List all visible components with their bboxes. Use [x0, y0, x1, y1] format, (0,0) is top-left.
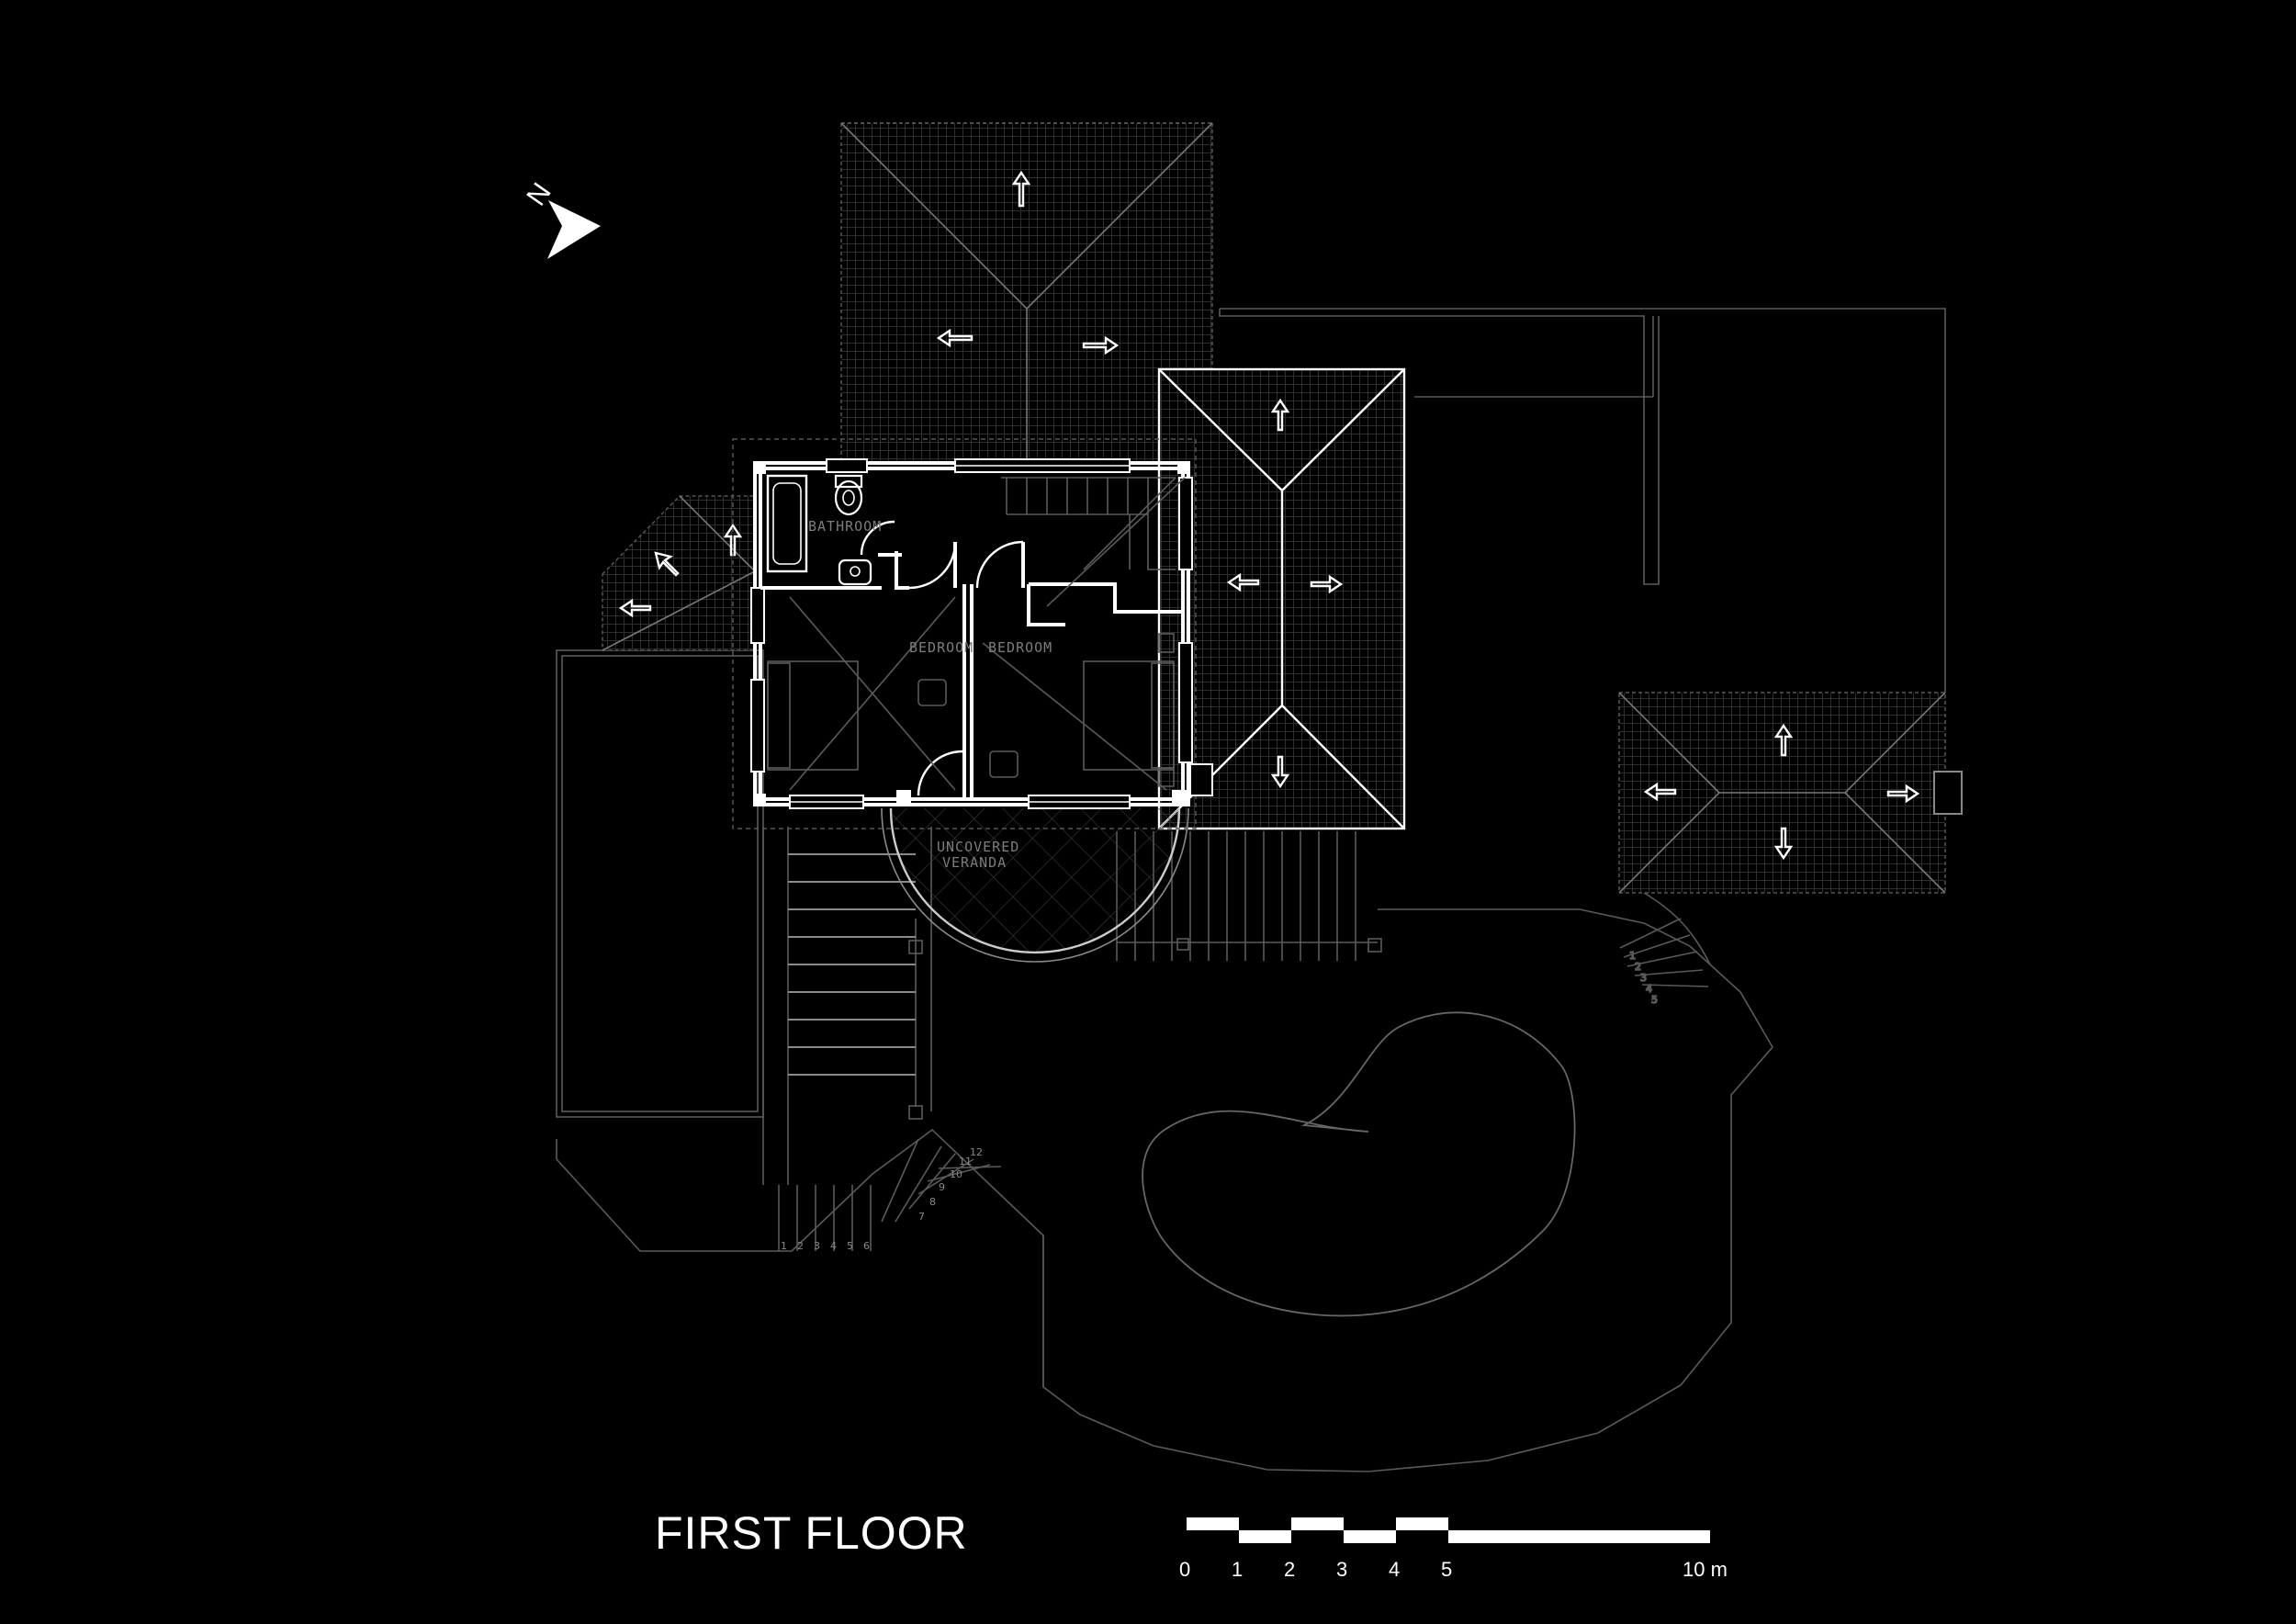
step-number: 6 — [863, 1240, 870, 1252]
drawing-title: FIRST FLOOR — [655, 1507, 968, 1559]
scale-label: 5 — [1441, 1558, 1452, 1581]
scale-label: 2 — [1284, 1558, 1295, 1581]
roof-north — [840, 122, 1213, 463]
step-number: 9 — [939, 1181, 945, 1193]
scale-label: 4 — [1389, 1558, 1400, 1581]
main-staircase: 1 2 3 4 5 6 7 8 9 10 11 12 — [762, 827, 1002, 1252]
step-number: 5 — [847, 1240, 853, 1252]
bedroom-label-left: BEDROOM — [909, 639, 974, 656]
step-number: 10 — [950, 1168, 962, 1180]
scale-label: 1 — [1232, 1558, 1243, 1581]
bedroom-label-right: BEDROOM — [988, 639, 1052, 656]
step-number: 2 — [797, 1240, 804, 1252]
scale-label: 10 m — [1683, 1558, 1728, 1581]
step-number: 1 — [1629, 950, 1636, 962]
spiral-staircase: 1 2 3 4 5 — [1619, 892, 1711, 1007]
house-plan: BATHROOM BEDROOM BEDROOM — [732, 438, 1213, 829]
veranda-label-line2: VERANDA — [942, 854, 1007, 871]
step-number: 3 — [814, 1240, 820, 1252]
scale-label: 0 — [1179, 1558, 1190, 1581]
step-number: 12 — [970, 1146, 983, 1158]
step-number: 1 — [781, 1240, 787, 1252]
scale-bar: 0 1 2 3 4 5 10 m — [1179, 1517, 1728, 1581]
step-number: 4 — [1646, 983, 1652, 995]
step-number: 7 — [918, 1211, 925, 1223]
step-number: 4 — [830, 1240, 837, 1252]
bathroom-label: BATHROOM — [808, 518, 882, 535]
step-number: 8 — [929, 1196, 936, 1208]
scale-label: 3 — [1336, 1558, 1347, 1581]
roof-slope-arrows — [618, 170, 1920, 861]
step-number: 5 — [1651, 994, 1658, 1006]
step-number: 3 — [1640, 972, 1647, 984]
veranda-label-line1: UNCOVERED — [937, 839, 1019, 855]
site-outline — [556, 308, 1946, 1472]
north-arrow-icon: N — [521, 177, 601, 259]
uncovered-veranda: UNCOVERED VERANDA — [881, 807, 1189, 963]
step-number: 11 — [959, 1156, 972, 1167]
roof-east — [1157, 367, 1406, 830]
step-number: 2 — [1635, 961, 1641, 973]
